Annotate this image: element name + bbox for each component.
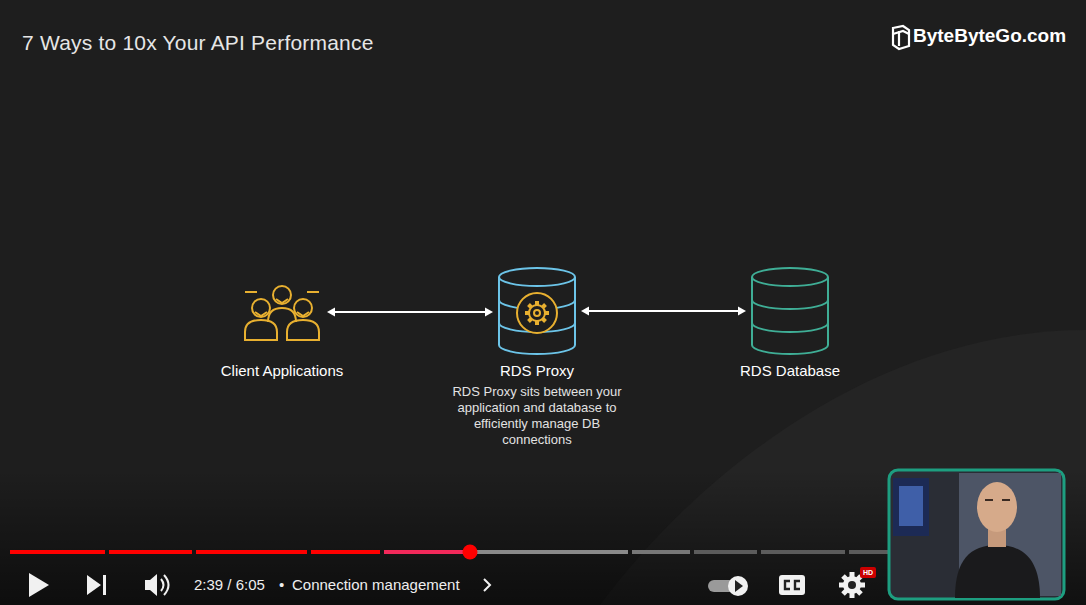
autoplay-knob: [728, 576, 748, 596]
volume-button: [145, 574, 157, 596]
hd-badge-text: HD: [861, 568, 875, 578]
arrowhead: [327, 308, 335, 317]
node-description: RDS Proxy sits between your application …: [439, 384, 635, 448]
proxy-cylinder: RDS ProxyRDS Proxy sits between your app…: [497, 266, 577, 356]
double-arrow: [581, 307, 746, 316]
node-title: RDS Database: [740, 362, 840, 380]
database-cylinder: RDS Database: [750, 266, 830, 356]
play-button: [29, 573, 49, 597]
chapter-chevron: [484, 579, 490, 591]
proxy-cylinder-outline: [497, 266, 577, 356]
separator-dot: •: [279, 576, 284, 593]
cc-letters: [785, 581, 800, 589]
cc-button: [779, 575, 805, 595]
client-icon: Client Applications: [241, 282, 323, 342]
time-display: 2:39 / 6:05: [194, 576, 265, 593]
next-button: [87, 575, 106, 595]
arrowhead: [485, 308, 493, 317]
hd-badge: [860, 567, 876, 578]
connector-line: [587, 310, 740, 312]
brand-logo-text: ByteByteGo.com: [913, 25, 1066, 47]
node-title: RDS Proxy: [500, 362, 574, 380]
node-title: Client Applications: [221, 362, 344, 380]
database-cylinder-outline: [750, 266, 830, 356]
client-icon-outline: [241, 282, 323, 342]
chapter-title: Connection management: [292, 576, 460, 593]
double-arrow: [327, 308, 493, 317]
arrowhead: [581, 307, 589, 316]
autoplay-play: [735, 580, 743, 592]
connector-line: [333, 311, 487, 313]
slide-title: 7 Ways to 10x Your API Performance: [22, 31, 374, 55]
volume-waves: [161, 575, 169, 595]
webcam-inset: [889, 470, 1064, 599]
logo-icon: [893, 26, 909, 49]
arrowhead: [738, 307, 746, 316]
player-shade: [0, 470, 1086, 605]
